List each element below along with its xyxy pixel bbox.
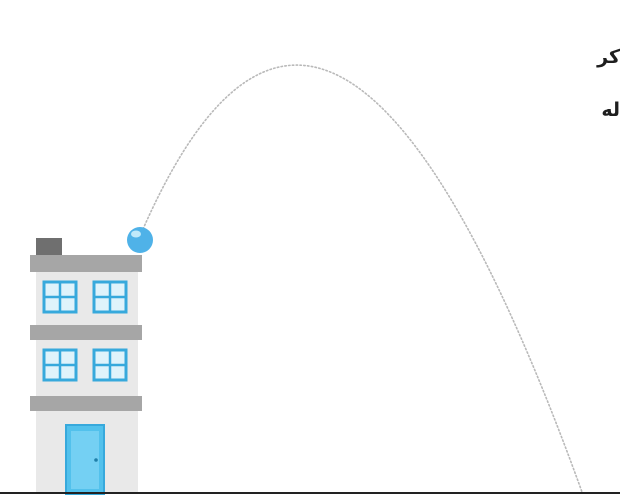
text-fragment-1: کر [597, 46, 620, 68]
window [44, 350, 76, 380]
window [94, 282, 126, 312]
window [94, 350, 126, 380]
ball-icon [127, 227, 153, 253]
building-ledge [30, 325, 142, 340]
trajectory-path [140, 65, 582, 492]
door [66, 425, 104, 494]
text-fragment-2: له [601, 99, 620, 121]
building-icon [30, 238, 142, 494]
building-ledge [30, 396, 142, 411]
window [44, 282, 76, 312]
building-ledge [30, 255, 142, 272]
